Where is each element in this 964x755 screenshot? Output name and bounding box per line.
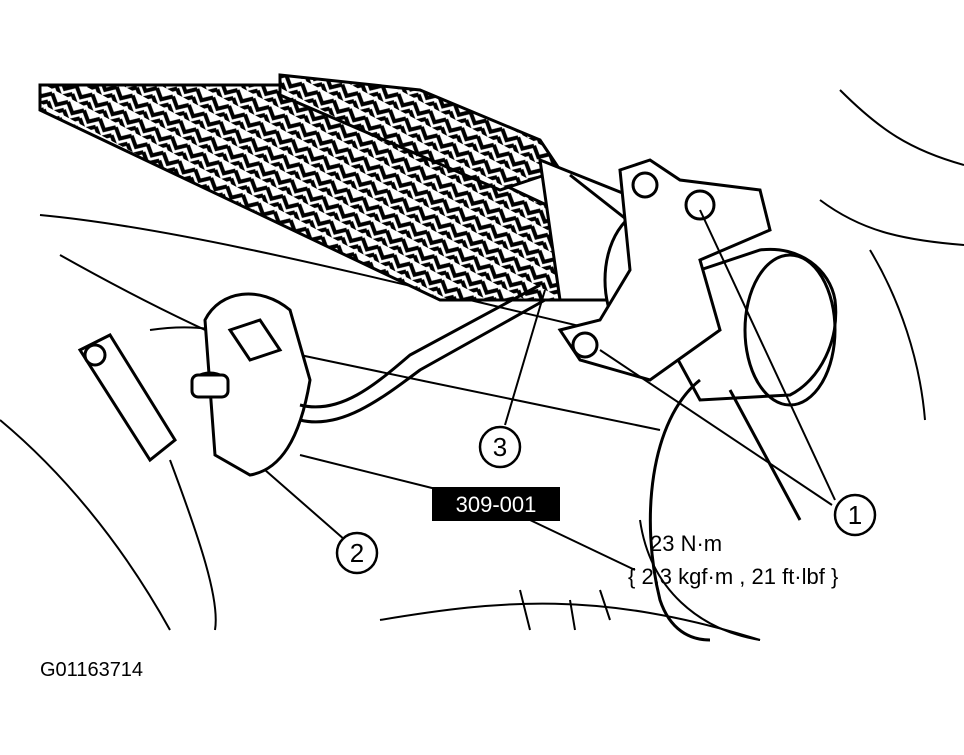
torque-line-2: { 2.3 kgf·m , 21 ft·lbf } (628, 564, 838, 589)
callout-1-label: 1 (848, 500, 862, 530)
hanger-rod (299, 283, 546, 424)
figure-reference-id: G01163714 (40, 659, 143, 681)
callout-3: 3 (478, 425, 522, 469)
callout-2: 2 (335, 531, 379, 575)
flange-joint (557, 158, 772, 382)
torque-line-1: 23 N·m (650, 531, 722, 556)
tool-tag: 309-001 (432, 487, 560, 521)
body-bracket (77, 333, 177, 463)
callout-2-label: 2 (350, 538, 364, 568)
rubber-insulator (190, 292, 312, 477)
callout-3-label: 3 (493, 432, 507, 462)
torque-spec: 23 N·m { 2.3 kgf·m , 21 ft·lbf } (628, 531, 838, 589)
callout-1: 1 (833, 493, 877, 537)
leader-lines (264, 209, 836, 571)
braided-flex-pipe-upper (38, 83, 603, 302)
tool-tag-label: 309-001 (456, 492, 537, 517)
